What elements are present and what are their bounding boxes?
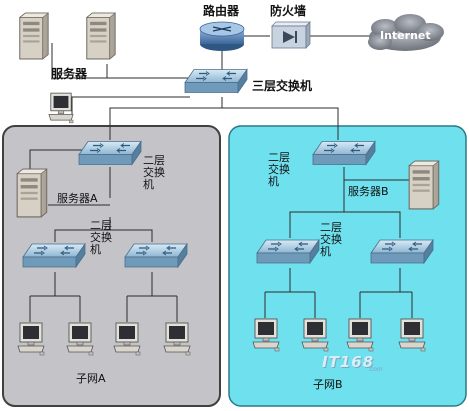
l2-switch-a-top-icon	[78, 140, 142, 166]
firewall-icon	[271, 21, 311, 49]
pc-icon-a1	[17, 322, 45, 356]
pc-icon-b1	[252, 318, 280, 352]
l2-switch-b-top-icon	[312, 140, 376, 166]
l3-switch-icon	[184, 68, 248, 94]
watermark-logo-sub: .com	[368, 366, 383, 373]
pc-icon-b2	[301, 318, 329, 352]
l2-switch-b-top-label: 二层交换机	[268, 151, 290, 188]
server-a-icon	[16, 168, 48, 218]
l2-switch-b-right-icon	[370, 239, 434, 264]
server-b-icon	[408, 160, 440, 210]
pc-icon-a3	[113, 322, 141, 356]
server-icon-top-left	[19, 12, 49, 60]
subnet-b-label: 子网B	[313, 378, 343, 391]
server-a-label: 服务器A	[57, 192, 98, 205]
l2-switch-b-left-icon	[256, 239, 320, 264]
servers-label: 服务器	[51, 67, 88, 81]
watermark-logo: IT168	[322, 353, 375, 371]
pc-icon-a4	[163, 322, 191, 356]
router-icon	[199, 21, 245, 51]
subnet-a-label: 子网A	[76, 372, 106, 385]
l2-switch-b-mid-label: 二层交换机	[320, 221, 342, 258]
pc-icon-a2	[66, 322, 94, 356]
firewall-label: 防火墙	[270, 4, 307, 18]
internet-cloud-icon	[368, 14, 444, 51]
pc-icon-b4	[398, 318, 426, 352]
pc-icon-b3	[346, 318, 374, 352]
internet-label: Internet	[380, 29, 431, 42]
l2-switch-a-top-label: 二层交换机	[143, 154, 165, 191]
l2-switch-a-right-icon	[124, 243, 188, 268]
server-icon-top-right	[86, 12, 116, 60]
server-b-label: 服务器B	[348, 185, 389, 198]
connection-lines	[29, 35, 425, 322]
l2-switch-a-left-icon	[22, 243, 86, 268]
pc-icon-top	[48, 92, 74, 124]
router-label: 路由器	[203, 4, 240, 18]
l3-switch-label: 三层交换机	[252, 79, 313, 93]
l2-switch-a-mid-label: 二层交换机	[90, 219, 112, 256]
